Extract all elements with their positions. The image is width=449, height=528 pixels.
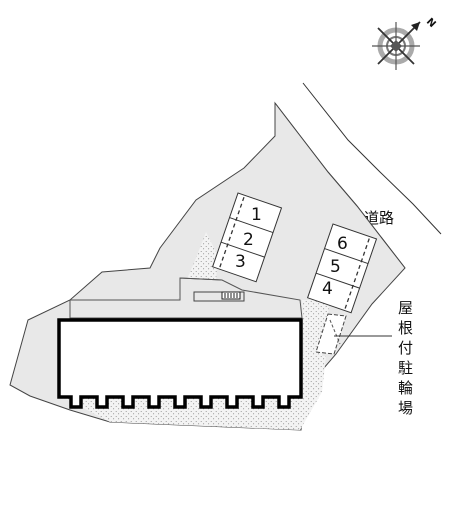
compass-rose-icon	[372, 21, 421, 70]
road-label: 道路	[364, 209, 394, 227]
bike-label-char: 付	[398, 339, 413, 357]
walkway-line-left	[179, 277, 223, 300]
parking-slot-5: 5	[330, 257, 341, 277]
gravel-strip-bottom	[64, 356, 326, 430]
parking-slot-6: 6	[337, 234, 348, 254]
parking-block-right	[306, 223, 378, 314]
bike-label-char: 屋	[398, 299, 413, 317]
parking-slot-2: 2	[243, 230, 254, 250]
bicycle-parking-label: 屋 根 付 駐 輪 場	[398, 299, 413, 417]
north-label: N	[424, 16, 438, 30]
parking-slot-3: 3	[235, 252, 246, 272]
parking-slot-4: 4	[322, 279, 333, 299]
building	[57, 318, 303, 409]
bike-label-char: 場	[398, 399, 413, 417]
bike-label-char: 根	[398, 319, 413, 337]
parking-slot-1: 1	[251, 205, 262, 225]
bicycle-parking-area	[315, 313, 347, 355]
bike-label-char: 駐	[398, 359, 413, 377]
stairs-icon	[193, 291, 245, 302]
bike-label-char: 輪	[398, 379, 413, 397]
parking-block-left	[211, 192, 283, 283]
road-edge-upper	[302, 82, 442, 235]
